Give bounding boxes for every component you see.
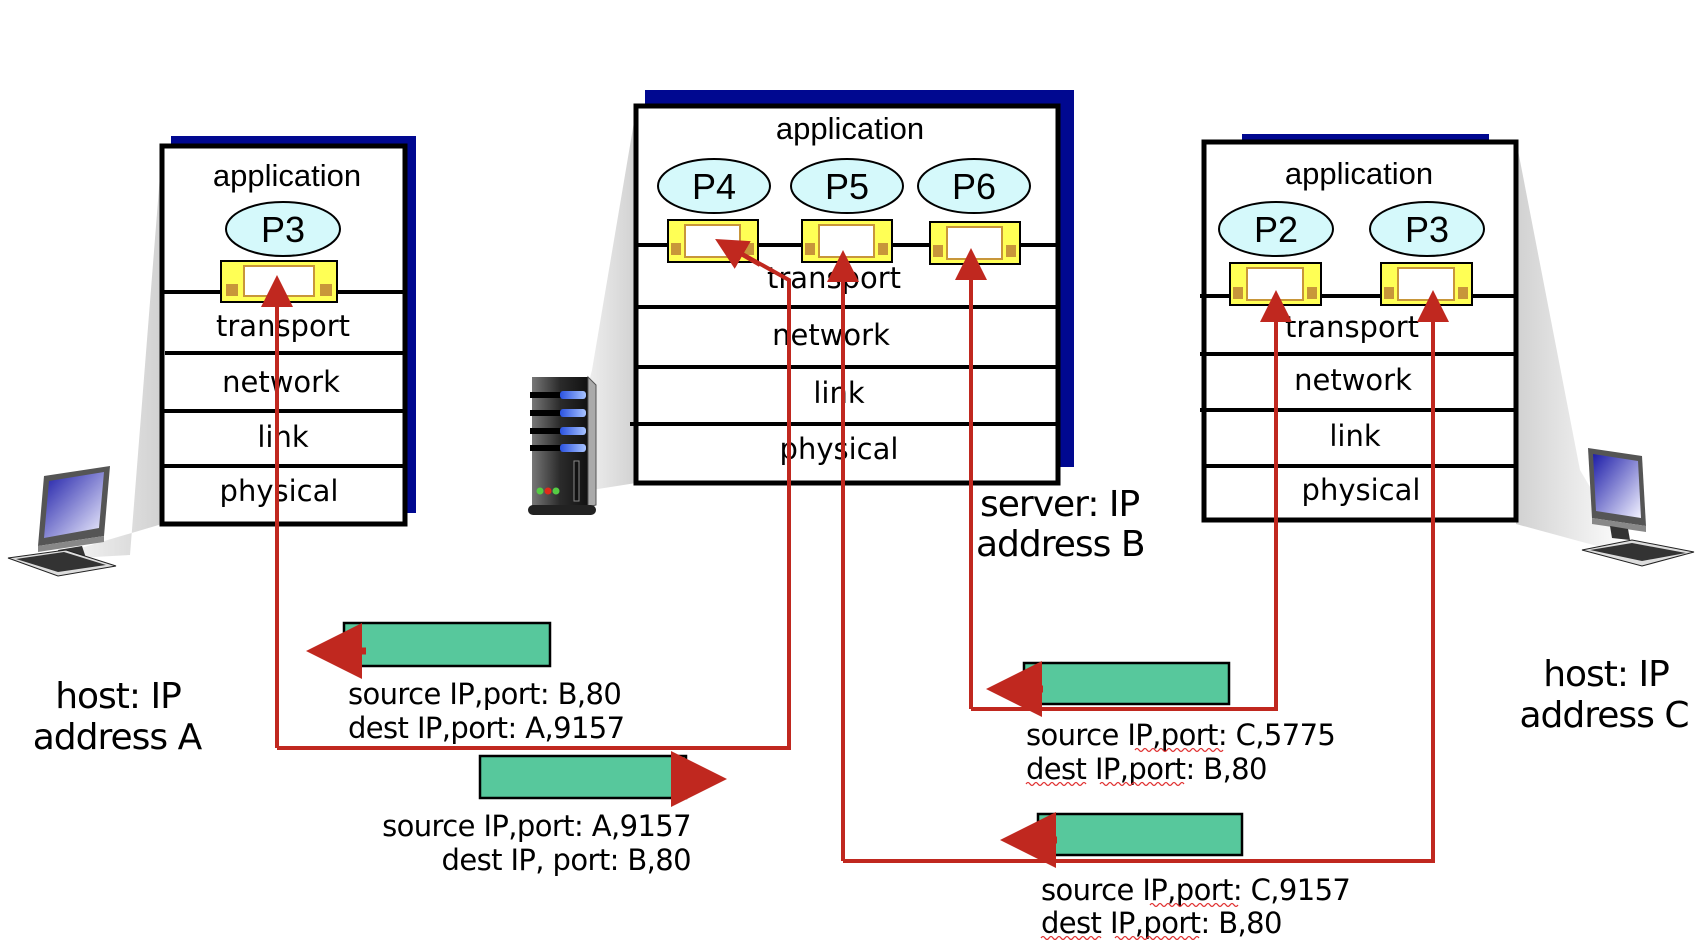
- segment-source-text: source IP,port: B,80: [348, 677, 621, 711]
- segment-source-text: source IP,port: C,9157: [1041, 873, 1350, 907]
- host-c-zoom-beam: [1516, 140, 1630, 555]
- svg-text:P4: P4: [692, 166, 736, 207]
- svg-text:P3: P3: [1405, 209, 1449, 250]
- layer-link-label: link: [257, 420, 308, 454]
- svg-text:P2: P2: [1254, 209, 1298, 250]
- layer-transport-label: transport: [216, 309, 350, 343]
- process-p3: P3: [225, 201, 341, 257]
- layer-application-label: application: [776, 111, 924, 146]
- layer-network-label: network: [772, 318, 890, 352]
- spellcheck-underline: [1149, 902, 1239, 908]
- layer-application-label: application: [213, 158, 361, 193]
- path-hostC-P2-to-server-P6: [971, 300, 1278, 711]
- desktop-computer-icon: [7, 466, 117, 577]
- segment-source-text: source IP,port: A,9157: [382, 809, 691, 843]
- process-p3: P3: [1369, 201, 1485, 257]
- socket-icon: [929, 221, 1021, 265]
- svg-text:P3: P3: [261, 209, 305, 250]
- host-c-protocol-stack: application transport network link physi…: [1200, 134, 1519, 523]
- layer-physical-label: physical: [780, 432, 899, 466]
- svg-text:address B: address B: [976, 524, 1145, 565]
- segment-box: [342, 621, 552, 668]
- segment-dest-text: dest IP,port: A,9157: [348, 711, 625, 745]
- segment-a-to-b: source IP,port: A,9157 dest IP, port: B,…: [382, 751, 727, 877]
- segment-dest-text: dest IP,port: B,80: [1041, 906, 1282, 940]
- svg-text:server: IP: server: IP: [980, 484, 1140, 525]
- layer-link-label: link: [1329, 419, 1380, 453]
- segment-dest-text: dest IP,port: B,80: [1026, 752, 1267, 786]
- process-p2: P2: [1218, 201, 1334, 257]
- layer-network-label: network: [1294, 363, 1412, 397]
- segment-box: [478, 754, 688, 800]
- layer-application-label: application: [1285, 156, 1433, 191]
- layer-physical-label: physical: [1302, 473, 1421, 507]
- socket-icon: [1380, 262, 1473, 306]
- process-p4: P4: [657, 158, 771, 214]
- socket-icon: [801, 219, 893, 263]
- segment-c5775-to-b: source IP,port: C,5775 dest IP,port: B,8…: [986, 661, 1336, 787]
- host-a-zoom-beam: [40, 150, 162, 560]
- svg-text:address C: address C: [1519, 695, 1688, 736]
- process-p5: P5: [790, 158, 904, 214]
- layer-transport-label: transport: [1285, 310, 1419, 344]
- segment-c9157-to-b: source IP,port: C,9157 dest IP,port: B,8…: [1000, 812, 1351, 940]
- spellcheck-underline: [1025, 781, 1087, 787]
- layer-network-label: network: [222, 365, 340, 399]
- stack-shadow: [1242, 134, 1489, 144]
- layer-link-label: link: [813, 376, 864, 410]
- svg-text:P6: P6: [952, 166, 996, 207]
- spellcheck-underline: [1134, 747, 1224, 753]
- host-a-label: host: IP address A: [33, 676, 204, 758]
- segment-source-text: source IP,port: C,5775: [1026, 718, 1335, 752]
- svg-text:host: IP: host: IP: [1543, 654, 1669, 695]
- segment-b-to-a: source IP,port: B,80 dest IP,port: A,915…: [306, 621, 625, 745]
- segment-box: [1036, 812, 1244, 857]
- server-tower-icon: [528, 375, 597, 515]
- host-a-protocol-stack: application transport network link physi…: [159, 136, 416, 527]
- segment-box: [1022, 661, 1231, 706]
- host-c-label: host: IP address C: [1519, 654, 1689, 736]
- path-server-P4-arrow: [715, 238, 762, 269]
- spellcheck-underline: [1099, 781, 1185, 787]
- process-p6: P6: [917, 158, 1031, 214]
- server-protocol-stack: application transport network link physi…: [630, 90, 1074, 486]
- segment-dest-text: dest IP, port: B,80: [442, 843, 691, 877]
- svg-text:P5: P5: [825, 166, 869, 207]
- desktop-computer-icon: [1581, 448, 1695, 567]
- server-zoom-beam: [560, 110, 636, 495]
- svg-text:address A: address A: [33, 717, 203, 758]
- server-label: server: IP address B: [976, 484, 1146, 565]
- svg-text:host: IP: host: IP: [55, 676, 181, 717]
